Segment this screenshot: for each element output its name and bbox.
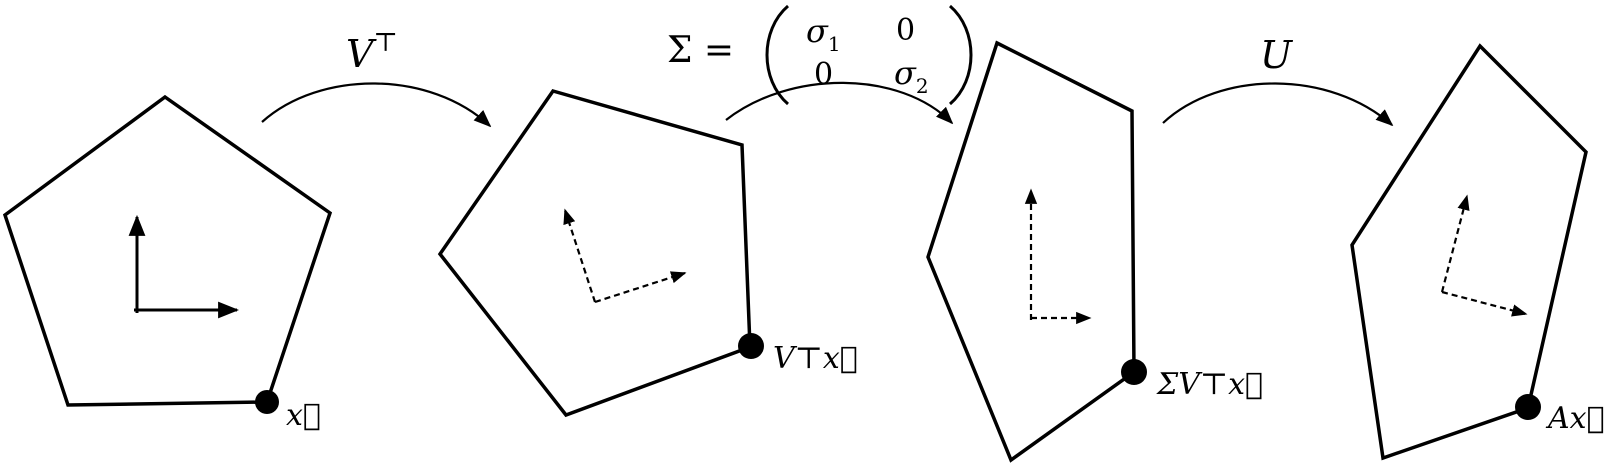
point-ax [1515, 394, 1541, 420]
curved-arrow-vt [261, 82, 492, 128]
stage-final: Ax⃗ [1350, 43, 1605, 461]
label-vtx: V⊤x⃗ [773, 341, 858, 376]
curved-arrow-sigma [725, 81, 954, 125]
matrix-entry-top-right: 0 [896, 13, 915, 48]
label-u: U [1260, 33, 1294, 77]
stage-rotated: V⊤x⃗ [437, 88, 858, 418]
polygon-scaled [926, 40, 1136, 463]
label-sigma-vtx: ΣV⊤x⃗ [1156, 367, 1263, 402]
transform-vt: V⊤ [261, 28, 492, 128]
transform-sigma: Σ = σ1 0 0 σ2 [667, 4, 973, 125]
matrix-entry-sigma2: σ2 [894, 54, 929, 98]
label-sigma-lhs: Σ = [667, 30, 734, 71]
matrix-left-paren [765, 4, 789, 106]
point-vtx [738, 333, 764, 359]
basis-vector-final-2 [1440, 194, 1470, 293]
transform-u: U [1162, 33, 1394, 127]
pentagon-rotated [437, 88, 752, 418]
basis-vector-rotated-1 [594, 271, 687, 304]
matrix-entry-bottom-left: 0 [814, 57, 833, 92]
label-ax: Ax⃗ [1545, 401, 1605, 436]
label-vt: V⊤ [346, 28, 398, 76]
curved-arrow-u [1162, 82, 1394, 127]
matrix-right-paren [949, 4, 973, 106]
pentagon-original [2, 94, 333, 407]
basis-vector-final-1 [1441, 290, 1528, 317]
basis-vector-rotated-2 [563, 208, 597, 303]
label-x: x⃗ [286, 398, 321, 433]
polygon-final [1350, 43, 1588, 461]
matrix-entry-sigma1: σ1 [806, 12, 841, 56]
point-sigma-vtx [1121, 359, 1147, 385]
stage-original: x⃗ [2, 94, 333, 433]
point-x [255, 390, 279, 414]
stage-scaled: ΣV⊤x⃗ [926, 40, 1263, 463]
